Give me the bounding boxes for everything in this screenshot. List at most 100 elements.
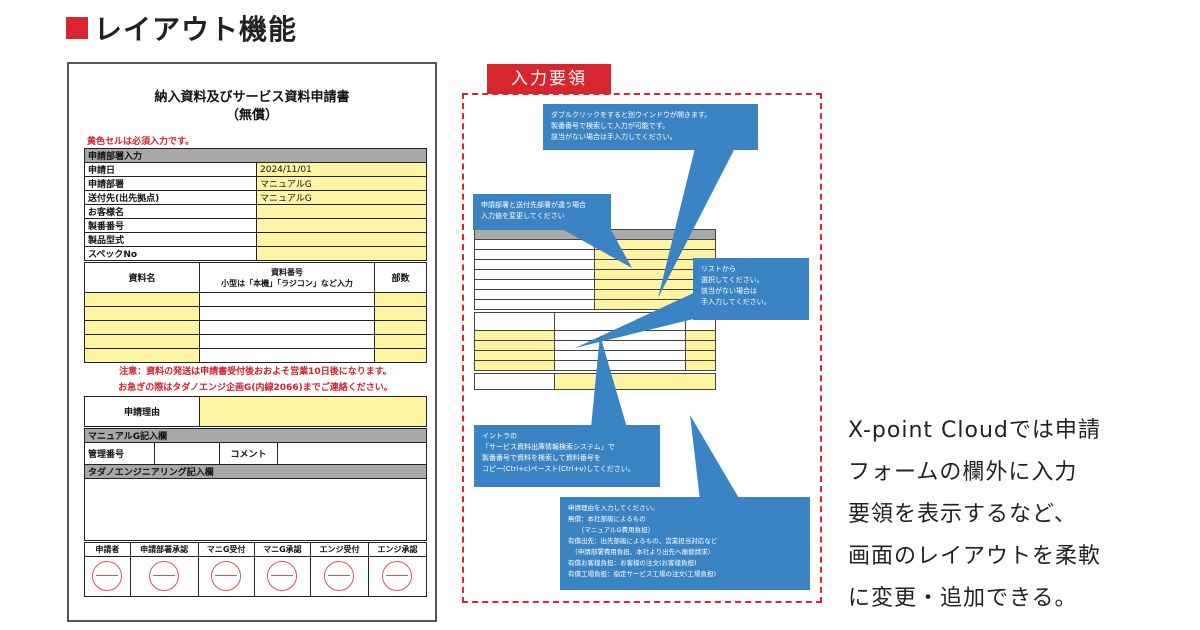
approval-table: 申請者 申請部署承認 マニG受付 マニG承認 エンジ受付 エンジ承認	[84, 542, 428, 597]
mini-cell	[554, 373, 716, 390]
item-name-cell[interactable]	[84, 320, 200, 335]
model-field[interactable]	[256, 232, 427, 247]
items-header-count: 部数	[374, 262, 427, 293]
item-number-cell[interactable]	[199, 334, 375, 349]
mgmt-no-field[interactable]	[154, 442, 220, 465]
approver-label: マニG承認	[253, 542, 311, 557]
item-count-cell[interactable]	[374, 334, 427, 349]
mini-cell	[554, 340, 686, 351]
description-line: 画面のレイアウトを柔軟	[848, 544, 1102, 569]
mini-cell	[474, 299, 595, 310]
heading-square-icon	[66, 17, 88, 39]
seal-icon	[382, 560, 413, 591]
department-field[interactable]: マニュアルG	[256, 176, 427, 191]
item-count-cell[interactable]	[374, 306, 427, 321]
item-name-cell[interactable]	[84, 334, 200, 349]
seal-icon	[267, 560, 298, 591]
stamp-cell[interactable]	[367, 556, 428, 597]
mini-cell	[594, 239, 716, 250]
row-label: 製品型式	[84, 232, 257, 247]
row-label: 製番番号	[84, 218, 257, 233]
item-number-cell[interactable]	[199, 320, 375, 335]
items-header-name: 資料名	[84, 262, 200, 293]
mini-cell	[474, 279, 595, 290]
section-eng: タダノエンジニアリング記入欄	[84, 464, 427, 479]
item-number-cell[interactable]	[199, 292, 375, 307]
description-line: X-point Cloudでは申請	[848, 418, 1101, 443]
seal-icon	[211, 560, 242, 591]
mini-form-table	[474, 229, 716, 310]
feature-description: X-point Cloudでは申請 フォームの欄外に入力 要領を表示するなど、 …	[848, 410, 1148, 620]
mini-cell	[685, 350, 716, 361]
item-count-cell[interactable]	[374, 292, 427, 307]
mini-cell	[474, 249, 595, 260]
item-count-cell[interactable]	[374, 348, 427, 363]
manual-table: マニュアルG記入欄 管理番号 コメント タダノエンジニアリング記入欄	[84, 428, 427, 541]
mini-form-preview	[474, 229, 716, 426]
mini-reason-table	[474, 373, 716, 390]
form-title: 納入資料及びサービス資料申請書	[154, 90, 350, 105]
reason-table: 申請理由	[84, 396, 427, 427]
section-manual: マニュアルG記入欄	[84, 428, 427, 443]
row-label: 申請部署	[84, 176, 257, 191]
mini-cell	[474, 330, 555, 341]
mini-cell	[685, 360, 716, 371]
required-note: 黄色セルは必須入力です。	[87, 137, 195, 147]
mini-cell	[554, 312, 686, 331]
items-header-number-label: 資料番号	[271, 267, 303, 277]
item-number-cell[interactable]	[199, 348, 375, 363]
row-label: お客様名	[84, 204, 257, 219]
comment-field[interactable]	[277, 442, 427, 465]
item-number-cell[interactable]	[199, 306, 375, 321]
item-count-cell[interactable]	[374, 320, 427, 335]
row-label: スペックNo	[84, 246, 257, 261]
stamp-cell[interactable]	[197, 556, 255, 597]
stamp-cell[interactable]	[129, 556, 199, 597]
notice-line-1: 注意：資料の発送は申請書受付後おおよそ営業10日後になります。	[119, 367, 392, 377]
approver-label: 申請者	[84, 542, 131, 557]
section-applicant: 申請部署入力	[84, 148, 427, 163]
mini-cell	[685, 340, 716, 351]
description-line: 要領を表示するなど、	[848, 502, 1077, 527]
description-line: フォームの欄外に入力	[848, 460, 1078, 485]
spec-field[interactable]	[256, 246, 427, 261]
reason-field[interactable]	[199, 396, 427, 427]
item-name-cell[interactable]	[84, 348, 200, 363]
mini-cell	[685, 330, 716, 341]
callout-reason: 申請理由を入力してください。 無償：本社部級によるもの （マニュアルG費用負担）…	[560, 497, 810, 590]
callout-department: 申請部署と送付先部署が違う場合 入力値を変更してください	[473, 194, 611, 230]
row-label: 申請日	[84, 162, 257, 177]
approver-label: エンジ承認	[367, 542, 428, 557]
stamp-cell[interactable]	[309, 556, 369, 597]
callout-double-click: ダブルクリックをすると別ウインドウが開きます。 製番番号で検索して入力が可能です…	[543, 104, 758, 150]
eng-field[interactable]	[84, 478, 427, 541]
application-form: 納入資料及びサービス資料申請書 （無償） 黄色セルは必須入力です。 申請部署入力…	[67, 62, 437, 622]
callout-intranet-search: イントラの 「サービス資料出庫情報検索システム」で 製番番号で資料を検索して資料…	[474, 425, 660, 487]
mini-items-table	[474, 312, 716, 371]
mini-cell	[474, 239, 595, 250]
approver-label: マニG受付	[197, 542, 255, 557]
mini-cell	[474, 373, 555, 390]
items-header-number-hint: 小型は「本機」「ラジコン」など入力	[221, 278, 353, 288]
mini-cell	[474, 340, 555, 351]
row-label: 送付先(出先拠点)	[84, 190, 257, 205]
mini-cell	[554, 360, 686, 371]
date-field[interactable]: 2024/11/01	[256, 162, 427, 177]
section-heading: レイアウト機能	[66, 8, 297, 48]
items-header-number: 資料番号 小型は「本機」「ラジコン」など入力	[199, 262, 375, 293]
destination-field[interactable]: マニュアルG	[256, 190, 427, 205]
item-name-cell[interactable]	[84, 292, 200, 307]
mini-cell	[474, 269, 595, 280]
mini-cell	[474, 289, 595, 300]
mini-cell	[474, 350, 555, 361]
serial-field[interactable]	[256, 218, 427, 233]
mini-cell	[474, 312, 555, 331]
item-name-cell[interactable]	[84, 306, 200, 321]
stamp-cell[interactable]	[253, 556, 311, 597]
seal-icon	[324, 560, 355, 591]
comment-label: コメント	[219, 442, 278, 465]
approver-label: 申請部署承認	[129, 542, 199, 557]
customer-field[interactable]	[256, 204, 427, 219]
stamp-cell[interactable]	[84, 556, 131, 597]
